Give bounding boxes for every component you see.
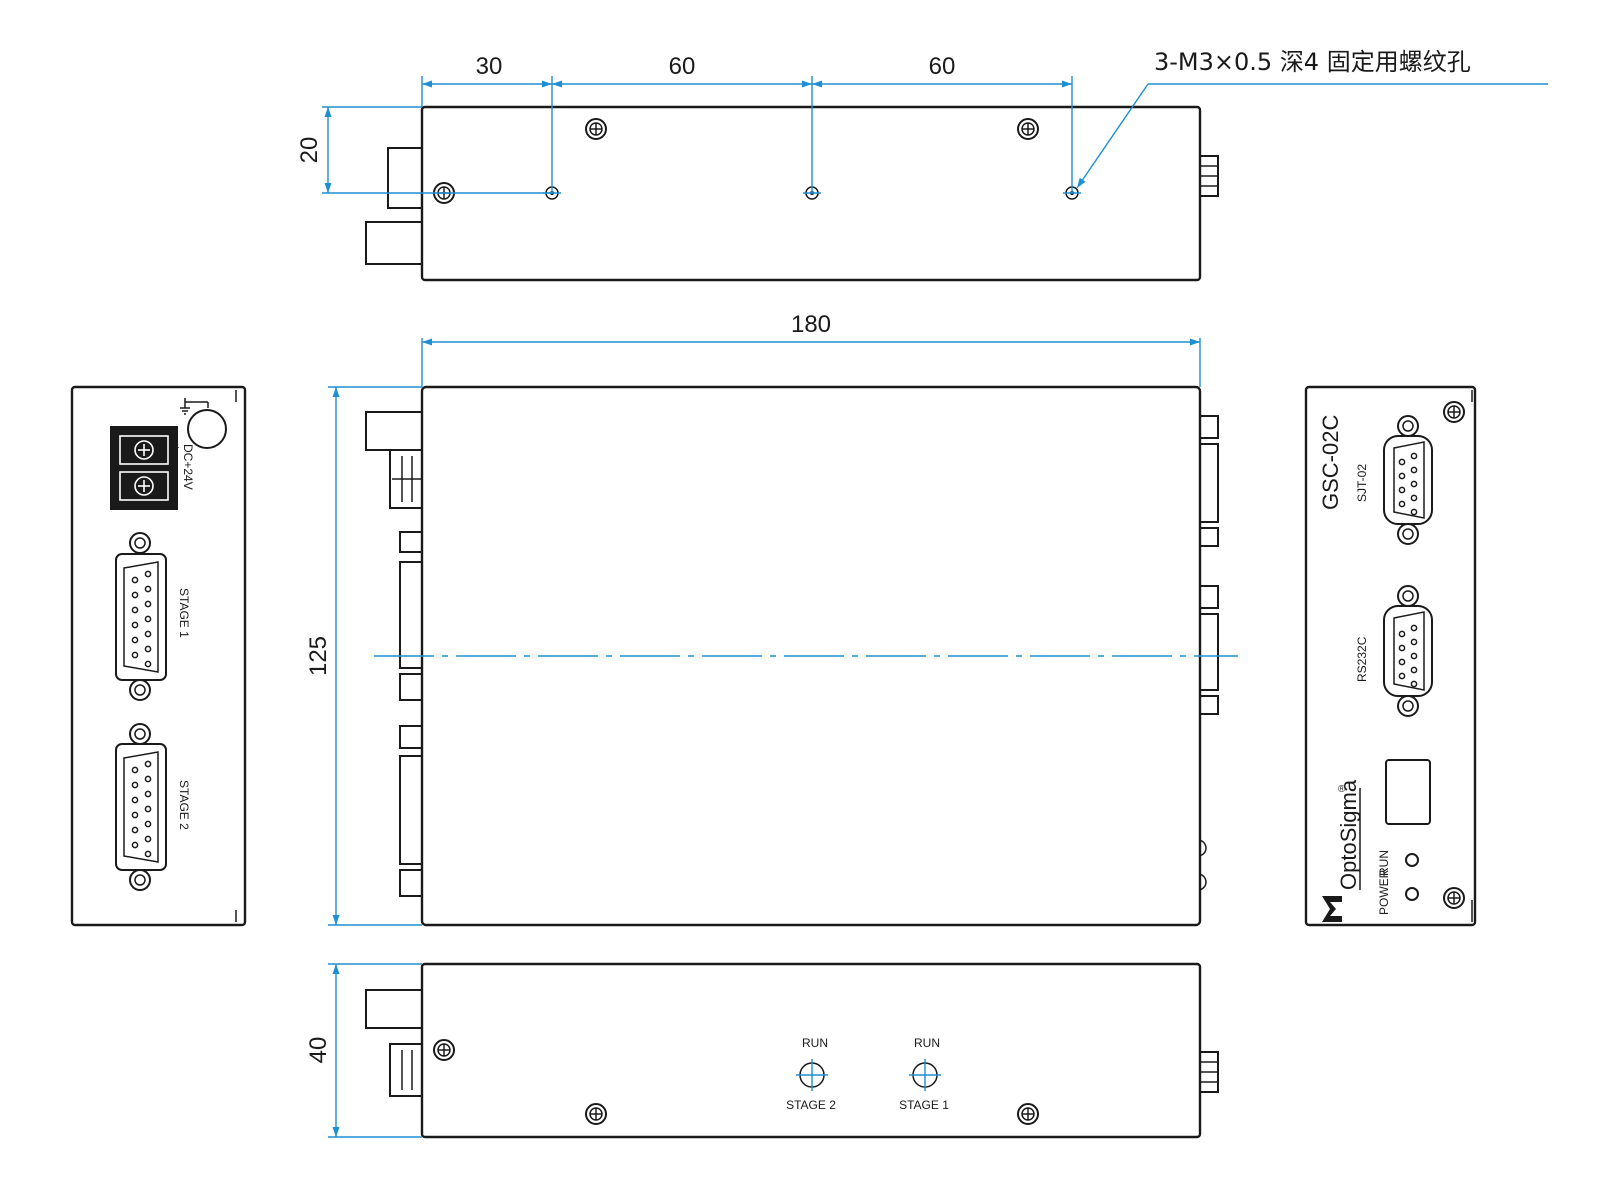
svg-text:®: ® — [1338, 784, 1346, 795]
stage2-connector-side — [399, 725, 423, 897]
dimension-label: 60 — [669, 53, 696, 80]
power-label: DC+24V — [181, 444, 195, 490]
height-dimension-20 — [322, 106, 552, 194]
screw-icon — [585, 1103, 607, 1125]
sigma-logo-icon — [1322, 896, 1342, 922]
plan-view: 180 125 — [305, 311, 1238, 927]
dimension-label: 180 — [791, 311, 831, 338]
screw-icon — [1443, 887, 1465, 909]
front-view: RUN STAGE 2 RUN STAGE 1 40 — [305, 962, 1219, 1139]
power-terminal-bracket — [365, 411, 425, 451]
switch-icon — [1385, 759, 1431, 825]
left-bracket-lower — [365, 221, 427, 265]
run-label: RUN — [914, 1036, 940, 1050]
width-dimension-180 — [421, 338, 1201, 387]
run-led-icon — [796, 1059, 828, 1091]
terminal-block-icon — [110, 426, 178, 510]
dimension-label: 40 — [305, 1037, 332, 1064]
stage1-label: STAGE 1 — [899, 1098, 949, 1112]
run-led-label: RUN — [1377, 850, 1391, 876]
left-bracket-upper — [387, 147, 427, 209]
stage2-connector-icon — [115, 723, 167, 891]
dimension-label: 60 — [929, 53, 956, 80]
depth-dimension-125 — [328, 386, 422, 926]
sjt-label: SJT-02 — [1355, 464, 1369, 502]
stage2-label: STAGE 2 — [177, 780, 191, 830]
stage2-label: STAGE 2 — [786, 1098, 836, 1112]
run-led-icon — [909, 1059, 941, 1091]
rs232-label: RS232C — [1355, 636, 1369, 682]
rs232-connector-icon — [1383, 585, 1433, 717]
power-jack-icon — [187, 409, 227, 449]
stage1-connector-side — [399, 531, 423, 701]
right-end-panel: GSC-02C SJT-02 RS232 — [1304, 385, 1477, 927]
dimension-label: 20 — [296, 137, 323, 164]
run-label: RUN — [802, 1036, 828, 1050]
brand-label: OptoSigma — [1336, 779, 1361, 890]
front-view-body — [420, 962, 1202, 1139]
ground-icon — [180, 398, 209, 415]
hole-note: 3-M3×0.5 深4 固定用螺纹孔 — [1154, 48, 1471, 76]
model-label: GSC-02C — [1318, 415, 1343, 510]
top-view: 30 60 60 20 3-M3×0.5 深4 固定用螺纹孔 — [296, 48, 1548, 282]
screw-icon — [585, 118, 607, 140]
height-dimension-40 — [328, 963, 422, 1138]
dimension-label: 30 — [476, 53, 503, 80]
dimension-label: 125 — [305, 636, 332, 676]
screw-icon — [1017, 1103, 1039, 1125]
stage1-label: STAGE 1 — [177, 588, 191, 638]
minus-label: − — [169, 478, 183, 485]
optosigma-logo: OptoSigma ® — [1322, 779, 1361, 922]
screw-icon — [1443, 401, 1465, 423]
plus-label: + — [169, 444, 183, 451]
front-terminal-block — [389, 1043, 425, 1097]
left-end-panel: DC+24V + − STAGE 1 — [70, 385, 247, 927]
sjt-connector-icon — [1383, 415, 1433, 545]
stage1-connector-icon — [115, 532, 167, 701]
screw-icon — [433, 1039, 455, 1061]
power-led-label: POWER — [1377, 869, 1391, 915]
hole-note-leader — [1076, 83, 1548, 189]
top-spacing-dimension — [421, 76, 1073, 193]
screw-icon — [1017, 118, 1039, 140]
led-icons — [1405, 853, 1419, 901]
front-bracket-upper — [365, 989, 425, 1029]
